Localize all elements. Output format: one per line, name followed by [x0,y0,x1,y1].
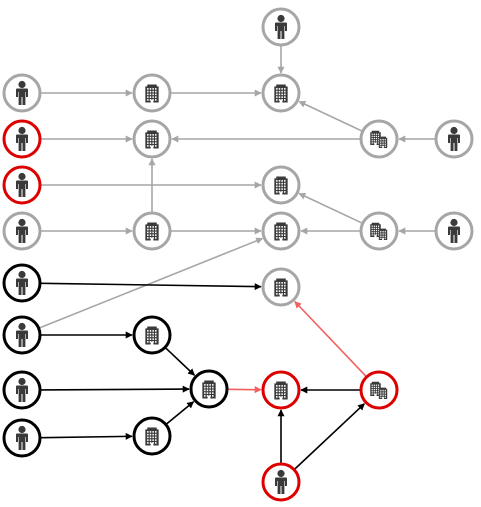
node-p_r2_right[interactable] [434,119,474,159]
building-icon [274,84,288,103]
edge-p_r6_left-to-b_r4_right [39,237,264,329]
node-b_red[interactable] [261,370,301,410]
person-icon [448,126,460,151]
building-icon-front [378,136,388,148]
building-icon-front [378,387,388,399]
building-icon [274,381,288,400]
node-b_r1_mid[interactable] [132,73,172,113]
node-p_r1_left[interactable] [2,73,42,113]
node-p_top[interactable] [261,7,301,47]
node-b_r6_mid[interactable] [132,315,172,355]
building-icon [145,326,159,345]
node-m_r4[interactable] [359,211,399,251]
buildings-icon [370,130,388,148]
node-b_r3_right[interactable] [261,165,301,205]
node-p_bottom[interactable] [261,462,301,502]
node-p_r3_left[interactable] [2,165,42,205]
node-p_r4_left[interactable] [2,211,42,251]
buildings-icon [370,381,388,399]
person-icon [275,14,287,39]
building-icon [145,130,159,149]
person-icon [16,218,28,243]
person-icon [16,322,28,347]
node-b_r1_right[interactable] [261,73,301,113]
node-p_r2_left[interactable] [2,119,42,159]
node-p_r5_left[interactable] [2,263,42,303]
building-icon-back [370,381,381,396]
edge-b_r6_mid-to-b_hub [165,347,196,376]
node-p_r7_left[interactable] [2,370,42,410]
node-b_r8_mid[interactable] [132,416,172,456]
person-icon [16,172,28,197]
edge-p_bottom-to-m_red [294,403,365,470]
person-icon [16,377,28,402]
person-icon [16,80,28,105]
edge-p_r5_left-to-b_r5_right [40,282,262,291]
edge-m_red-to-b_r5_right [294,300,367,377]
node-p_r4_right[interactable] [434,211,474,251]
node-m_red[interactable] [359,370,399,410]
edge-p_r8_left-to-b_r8_mid [40,432,133,440]
person-icon [275,469,287,494]
person-icon [16,270,28,295]
building-icon-front [378,228,388,240]
node-b_r4_right[interactable] [261,211,301,251]
node-p_r6_left[interactable] [2,315,42,355]
building-icon [145,222,159,241]
node-b_hub[interactable] [189,369,229,409]
building-icon [274,176,288,195]
edge-layer [39,46,435,470]
node-layer [2,7,474,502]
building-icon [274,278,288,297]
edge-b_r8_mid-to-b_hub [166,401,195,425]
building-icon-back [370,222,381,237]
building-icon [274,222,288,241]
node-m_r2[interactable] [359,119,399,159]
person-icon [448,218,460,243]
node-p_r8_left[interactable] [2,418,42,458]
edge-m_r4-to-b_r3_right [298,192,363,224]
building-icon [145,427,159,446]
edge-m_r2-to-b_r1_right [298,100,363,132]
node-b_r5_right[interactable] [261,267,301,307]
node-b_r2_mid[interactable] [132,119,172,159]
person-icon [16,425,28,450]
person-icon [16,126,28,151]
buildings-icon [370,222,388,240]
node-b_r4_mid[interactable] [132,211,172,251]
edge-p_r7_left-to-b_hub [40,385,190,393]
building-icon-back [370,130,381,145]
building-icon [202,380,216,399]
building-icon [145,84,159,103]
